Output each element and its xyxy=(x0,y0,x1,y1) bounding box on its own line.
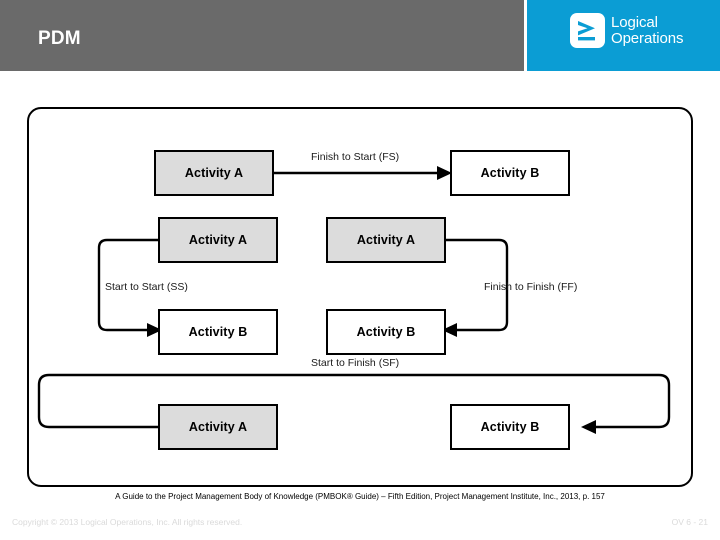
logical-operations-chevron-icon xyxy=(570,13,605,48)
activity-box-sf-successor: Activity B xyxy=(450,404,570,450)
wordmark-line-1: Logical xyxy=(611,14,658,31)
activity-box-ff-predecessor: Activity A xyxy=(326,217,446,263)
relationship-label-ff: Finish to Finish (FF) xyxy=(484,281,578,293)
arrowhead-sf xyxy=(581,420,596,434)
page-title: PDM xyxy=(38,28,81,49)
activity-box-ff-successor: Activity B xyxy=(326,309,446,355)
activity-box-fs-successor: Activity B xyxy=(450,150,570,196)
relationship-label-ss: Start to Start (SS) xyxy=(105,281,188,293)
arrowheads xyxy=(147,166,596,434)
relationship-label-sf: Start to Finish (SF) xyxy=(311,357,400,369)
relationship-label-fs: Finish to Start (FS) xyxy=(311,151,400,163)
activity-box-ss-successor: Activity B xyxy=(158,309,278,355)
connector-sf xyxy=(37,373,671,429)
header-bar: PDM xyxy=(0,0,524,71)
page-code: OV 6 - 21 xyxy=(671,517,708,527)
arrowhead-fs xyxy=(437,166,452,180)
source-citation: A Guide to the Project Management Body o… xyxy=(115,492,605,501)
activity-box-ss-predecessor: Activity A xyxy=(158,217,278,263)
activity-box-fs-predecessor: Activity A xyxy=(154,150,274,196)
wordmark-line-2: Operations xyxy=(611,29,684,47)
connector-ff xyxy=(446,238,509,332)
activity-box-sf-predecessor: Activity A xyxy=(158,404,278,450)
connector-ss xyxy=(97,238,158,332)
connector-layer xyxy=(37,166,671,434)
pdm-diagram-frame: Activity A Activity B Finish to Start (F… xyxy=(27,107,693,487)
arrowhead-ff xyxy=(442,323,457,337)
arrowhead-ss xyxy=(147,323,162,337)
copyright-notice: Copyright © 2013 Logical Operations, Inc… xyxy=(12,517,243,527)
